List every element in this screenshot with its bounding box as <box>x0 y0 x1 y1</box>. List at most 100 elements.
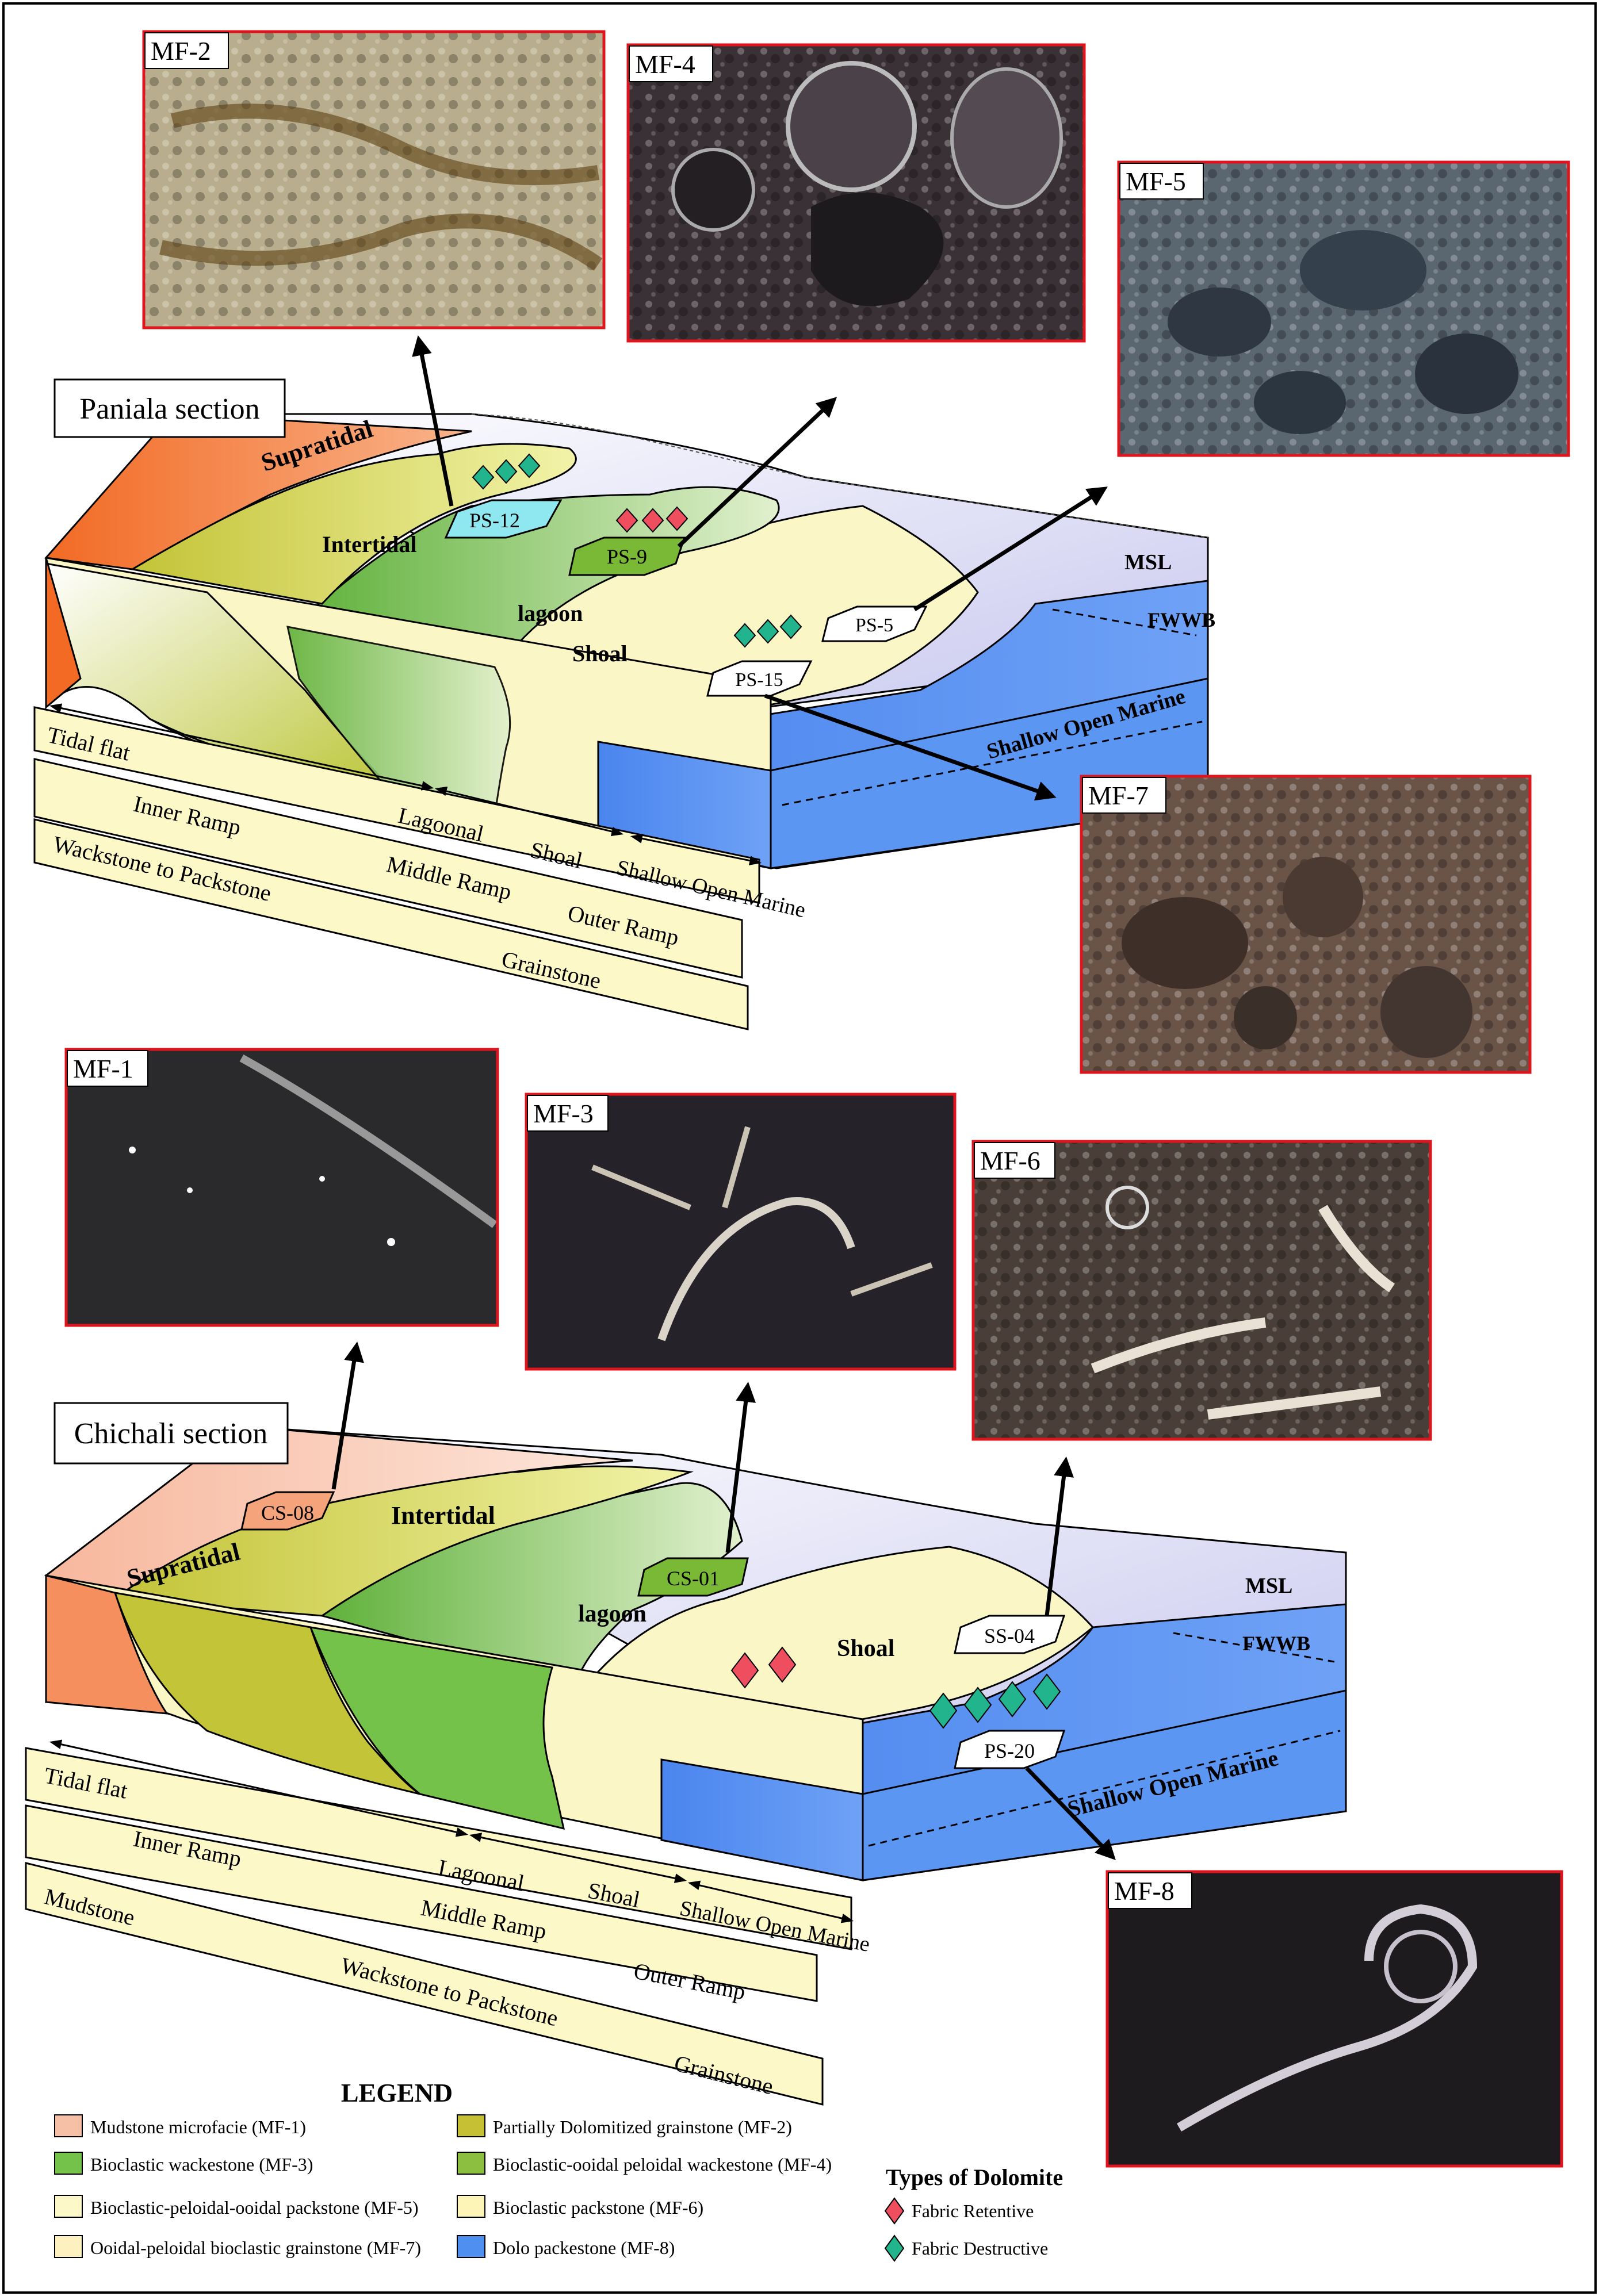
legend: LEGEND Mudstone microfacie (MF-1) Partial… <box>54 2078 1063 2262</box>
fabric-destructive-diamonds-ps15 <box>733 614 802 648</box>
zone-label-intertidal: Intertidal <box>391 1501 495 1530</box>
band-row-1-arrow <box>49 1739 469 1837</box>
band-row-1-arrow-2 <box>434 786 624 837</box>
arrow-ps20-to-mf8 <box>1025 1766 1116 1861</box>
fwwb-top-line <box>1052 608 1197 637</box>
orange-left-face <box>45 557 82 710</box>
dolomite-type-marker <box>884 2234 905 2262</box>
zone-label-msl: MSL <box>1124 550 1172 574</box>
paniala-title: Paniala section <box>79 393 259 426</box>
sample-ss-04-marker <box>954 1615 1066 1654</box>
paniala-title-box <box>53 378 286 438</box>
sample-ps-5-marker <box>821 605 928 642</box>
band-row-2 <box>33 758 743 979</box>
leader-arrows <box>331 335 1116 1861</box>
paniala-block-diagram: Supratidal Intertidal lagoon Shoal MSL F… <box>44 413 1215 869</box>
legend-item-label: Bioclastic-ooidal peloidal wackestone (M… <box>493 2154 832 2175</box>
band-row-1-arrow <box>49 703 434 791</box>
chichali-scale-bands: Tidal flat Lagoonal Shoal Shallow Open M… <box>25 1739 872 2106</box>
zone-label-fwwb: FWWB <box>1242 1632 1310 1655</box>
micrograph-mf-3: MF-3 <box>525 1093 957 1371</box>
dolomite-types-title: Types of Dolomite <box>886 2164 1063 2190</box>
micrograph-mf-1: MF-1 <box>64 1048 499 1327</box>
chichali-block-diagram: Supratidal Intertidal lagoon Shoal MSL F… <box>44 1425 1347 1881</box>
sample-ps-15-marker <box>706 660 813 697</box>
sample-ss-04-label: SS-04 <box>984 1624 1035 1647</box>
dolomite-type-marker <box>884 2197 905 2225</box>
band-row-1-arrow-2 <box>469 1833 687 1883</box>
arrow-ps12-to-mf2 <box>412 335 454 507</box>
legend-swatch <box>54 2195 83 2218</box>
arrow-ps15-to-mf7 <box>764 693 1057 801</box>
legend-item-label: Bioclastic wackestone (MF-3) <box>90 2154 313 2175</box>
fwwb-top-line <box>1173 1632 1335 1663</box>
micrograph-mf-2: MF-2 <box>142 30 606 329</box>
sample-ps-20-marker <box>954 1730 1066 1769</box>
sample-ps-15-label: PS-15 <box>735 669 783 691</box>
right-face <box>862 1689 1347 1881</box>
zone-label-shoal: Shoal <box>837 1635 894 1662</box>
orange-left-face <box>45 1574 169 1715</box>
zone-label-msl: MSL <box>1245 1574 1292 1598</box>
zone-label-lagoon: lagoon <box>578 1601 647 1627</box>
band-row-3 <box>25 1862 824 2106</box>
legend-swatch <box>54 2114 83 2137</box>
arrow-ps5-to-mf5 <box>913 486 1108 611</box>
mf-7-label: MF-7 <box>1088 781 1149 810</box>
legend-item-label: Dolo packestone (MF-8) <box>493 2237 675 2258</box>
sample-ps-5-label: PS-5 <box>855 615 893 636</box>
legend-items: Mudstone microfacie (MF-1) Partially Dolo… <box>54 2114 832 2258</box>
legend-title: LEGEND <box>341 2078 453 2107</box>
legend-swatch <box>457 2152 485 2175</box>
mf-5-label: MF-5 <box>1126 167 1186 196</box>
chichali-title-box <box>53 1402 289 1465</box>
fwwb-line <box>782 720 1203 806</box>
micrograph-panels: MF-2 MF-4 MF-5 <box>64 30 1570 2168</box>
zone-label-lagoon: lagoon <box>518 600 583 626</box>
legend-item-label: Bioclastic-peloidal-ooidal packstone (MF… <box>90 2197 419 2218</box>
chichali-title: Chichali section <box>74 1417 267 1450</box>
sample-ps-9-label: PS-9 <box>607 545 647 568</box>
micrograph-mf-5: MF-5 <box>1117 160 1570 457</box>
fabric-retentive-diamonds-ps9 <box>615 506 688 533</box>
fabric-destructive-diamonds-ps20 <box>929 1673 1061 1729</box>
micrograph-mf-7: MF-7 <box>1080 775 1532 1074</box>
mf-1-label: MF-1 <box>73 1054 133 1083</box>
band-row-1-arrow-3 <box>687 1880 854 1923</box>
mf-4-label: MF-4 <box>635 49 695 79</box>
micrograph-mf-8: MF-8 <box>1105 1870 1563 2168</box>
zone-label-fwwb: FWWB <box>1147 608 1215 631</box>
sample-cs-08-marker <box>240 1491 335 1531</box>
supratidal-zone <box>44 413 472 570</box>
legend-swatch <box>457 2114 485 2137</box>
fabric-retentive-diamonds-shoal <box>730 1646 797 1689</box>
legend-swatch <box>54 2235 83 2258</box>
zone-label-shoal: Shoal <box>572 641 628 666</box>
mf-8-label: MF-8 <box>1114 1876 1175 1906</box>
arrow-cs01-to-mf3 <box>725 1382 756 1553</box>
sample-cs-01-label: CS-01 <box>667 1567 720 1590</box>
legend-item-label: Bioclastic packstone (MF-6) <box>493 2197 703 2218</box>
dolomite-type-label: Fabric Retentive <box>912 2201 1034 2221</box>
sample-ps-20-label: PS-20 <box>984 1739 1035 1762</box>
band-row-1-arrow-3 <box>630 834 762 865</box>
legend-item-label: Ooidal-peloidal bioclastic grainstone (M… <box>90 2237 421 2258</box>
micrograph-mf-4: MF-4 <box>626 43 1086 343</box>
mf-3-label: MF-3 <box>533 1099 594 1128</box>
mf-6-label: MF-6 <box>980 1146 1041 1175</box>
band-row-3 <box>33 818 749 1030</box>
arrow-ps9-to-mf4 <box>677 397 837 548</box>
arrow-cs08-to-mf1 <box>331 1341 364 1490</box>
legend-item-label: Mudstone microfacie (MF-1) <box>90 2117 306 2137</box>
chichali-sample-markers: CS-08 CS-01 SS-04 PS-20 <box>240 1491 1066 1769</box>
legend-swatch <box>54 2152 83 2175</box>
sample-cs-01-marker <box>637 1557 749 1597</box>
legend-swatch <box>457 2235 485 2258</box>
legend-item-label: Partially Dolomitized grainstone (MF-2) <box>493 2117 792 2137</box>
zone-label-intertidal: Intertidal <box>322 531 416 557</box>
sample-ps-12-label: PS-12 <box>469 509 520 532</box>
micrograph-mf-6: MF-6 <box>971 1140 1432 1441</box>
